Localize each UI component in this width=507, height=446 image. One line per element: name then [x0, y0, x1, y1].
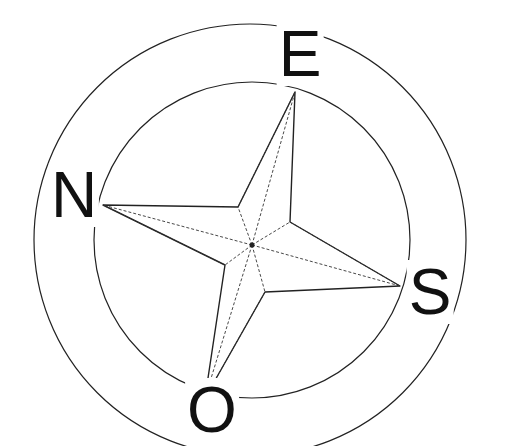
star-rays: [103, 92, 400, 398]
inner-circle: [94, 82, 410, 398]
center-dot: [250, 243, 255, 248]
compass-letter: N: [49, 163, 99, 227]
compass-letter: S: [407, 260, 454, 324]
compass-letter: O: [185, 378, 239, 442]
compass-letter: E: [277, 22, 324, 86]
star: [103, 92, 400, 398]
outer-circle: [34, 24, 466, 446]
